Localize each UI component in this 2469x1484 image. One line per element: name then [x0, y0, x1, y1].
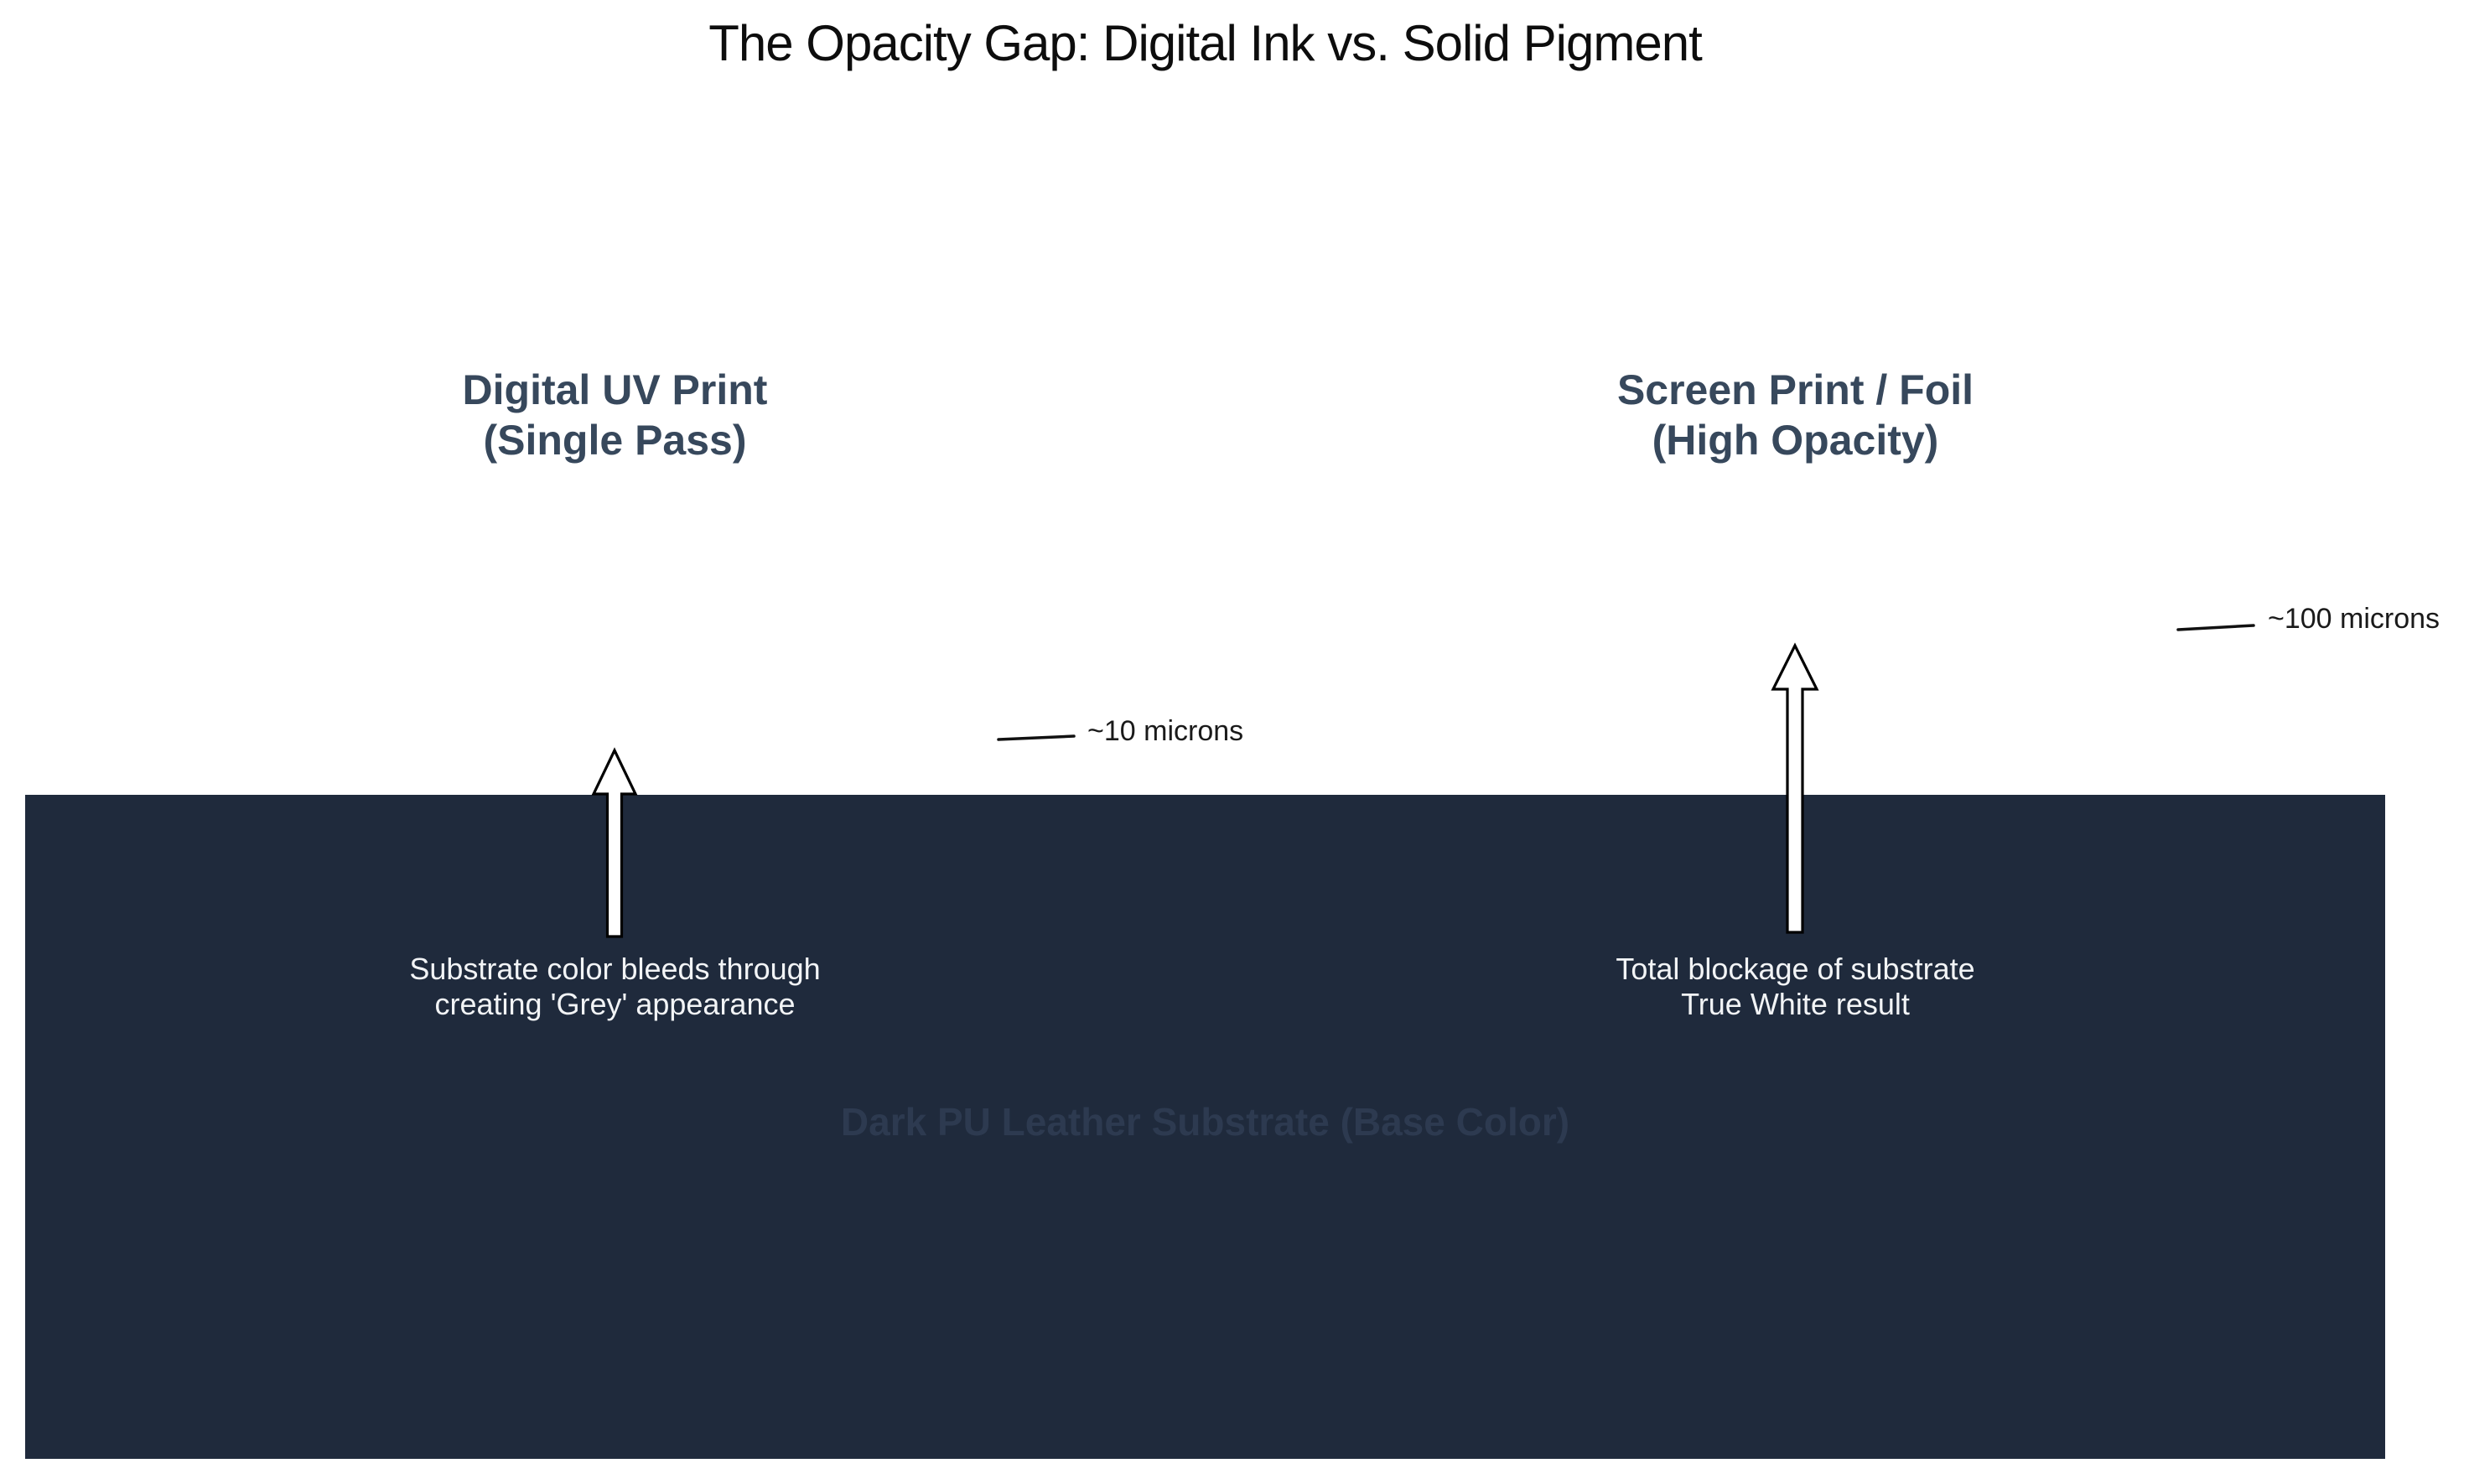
substrate-rect [25, 795, 2385, 1459]
ink-thickness-label: ~10 microns [1087, 715, 1244, 747]
heading-left-line1: Digital UV Print [462, 366, 768, 413]
heading-right-line1: Screen Print / Foil [1616, 366, 1974, 413]
caption-right-line1: Total blockage of substrate [1616, 952, 1975, 986]
heading-digital-uv-print: Digital UV Print (Single Pass) [25, 365, 1205, 465]
caption-total-blockage: Total blockage of substrate True White r… [1206, 952, 2385, 1022]
substrate-label: Dark PU Leather Substrate (Base Color) [840, 1100, 1570, 1144]
heading-screen-print-foil: Screen Print / Foil (High Opacity) [1206, 365, 2385, 465]
chart-title: The Opacity Gap: Digital Ink vs. Solid P… [708, 15, 1703, 71]
caption-substrate-bleed: Substrate color bleeds through creating … [25, 952, 1205, 1022]
pigment-thickness-label: ~100 microns [2268, 603, 2440, 635]
leader-line-ink [997, 734, 1076, 741]
heading-right-line2: (High Opacity) [1652, 417, 1939, 464]
caption-left-line1: Substrate color bleeds through [409, 952, 821, 986]
leader-line-foil [2176, 624, 2255, 631]
caption-left-line2: creating 'Grey' appearance [434, 987, 796, 1021]
heading-left-line2: (Single Pass) [483, 417, 747, 464]
caption-right-line2: True White result [1681, 987, 1910, 1021]
